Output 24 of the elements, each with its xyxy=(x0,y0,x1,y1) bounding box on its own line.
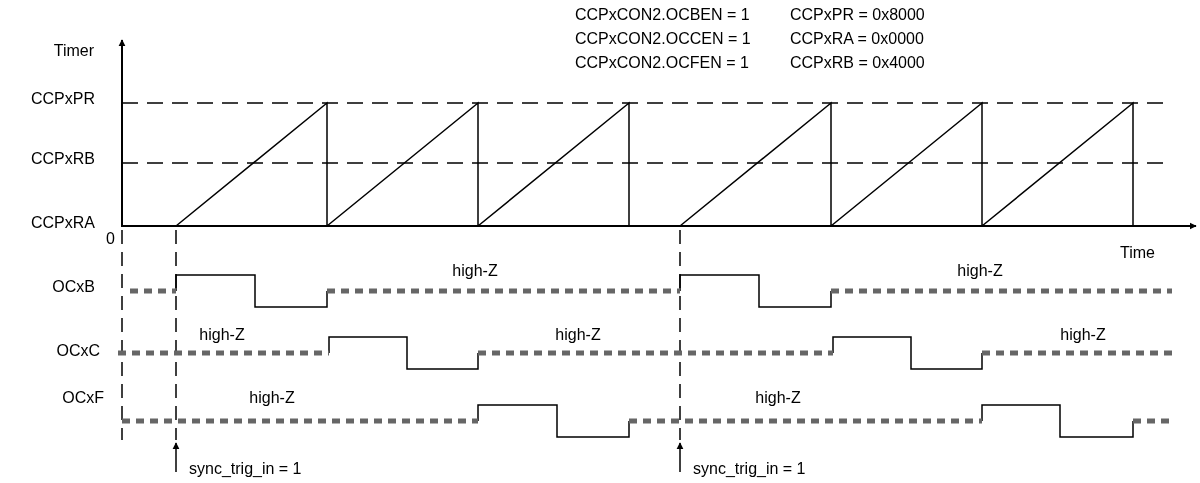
origin-label: 0 xyxy=(106,230,115,248)
state-label: high-Z xyxy=(199,326,245,344)
register-setting: CCPxPR = 0x8000 xyxy=(790,6,925,24)
signal-name: OCxC xyxy=(56,342,100,360)
register-setting: CCPxRB = 0x4000 xyxy=(790,54,925,72)
register-setting: CCPxCON2.OCFEN = 1 xyxy=(575,54,749,72)
signal-name: OCxB xyxy=(52,278,95,296)
level-label: CCPxRB xyxy=(31,150,95,168)
axis-label: Timer xyxy=(53,42,94,60)
state-label: high-Z xyxy=(1060,326,1106,344)
trigger-label: sync_trig_in = 1 xyxy=(189,460,302,478)
state-label: high-Z xyxy=(249,389,295,407)
register-setting: CCPxCON2.OCCEN = 1 xyxy=(575,30,751,48)
state-label: high-Z xyxy=(957,262,1003,280)
register-setting: CCPxCON2.OCBEN = 1 xyxy=(575,6,750,24)
axis-label: Time xyxy=(1120,244,1155,262)
level-label: CCPxPR xyxy=(31,90,95,108)
level-label: CCPxRA xyxy=(31,214,95,232)
state-label: high-Z xyxy=(555,326,601,344)
state-label: high-Z xyxy=(452,262,498,280)
state-label: high-Z xyxy=(755,389,801,407)
register-setting: CCPxRA = 0x0000 xyxy=(790,30,924,48)
trigger-label: sync_trig_in = 1 xyxy=(693,460,806,478)
signal-name: OCxF xyxy=(62,389,104,407)
